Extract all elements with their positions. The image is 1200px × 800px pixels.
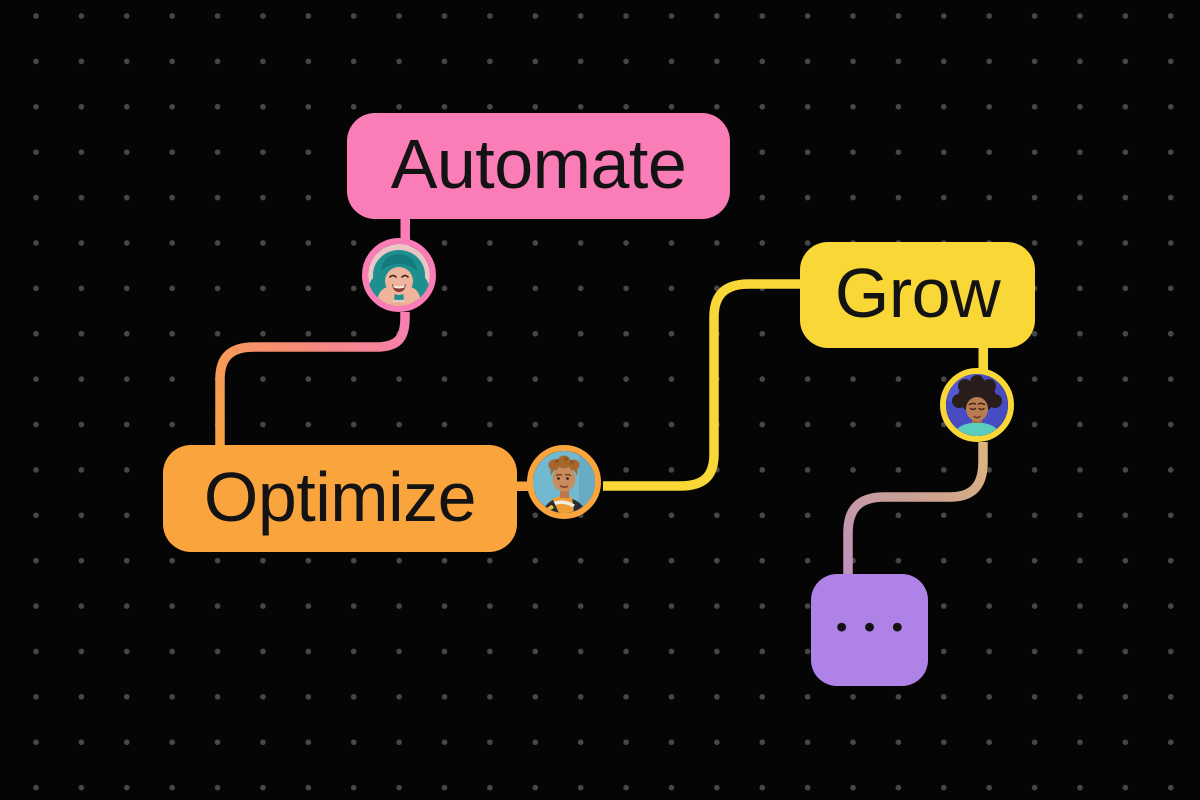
connector-optimize-to-grow	[603, 279, 805, 491]
connector-grow-to-more	[843, 442, 988, 579]
connector-automate-to-optimize	[215, 312, 410, 450]
node-optimize[interactable]: Optimize	[163, 445, 517, 552]
avatar-teal-hair-woman[interactable]	[362, 238, 436, 312]
node-more-ellipsis[interactable]: •••	[811, 574, 928, 686]
ellipsis-icon: •••	[836, 608, 920, 644]
node-grow[interactable]: Grow	[800, 242, 1035, 348]
stem-grow-to-avatar	[978, 345, 988, 378]
avatar-teal-hair-woman-photo	[368, 244, 430, 306]
avatar-afro-man[interactable]	[940, 368, 1014, 442]
portrait-curly-hair-man	[533, 451, 595, 513]
portrait-afro-man	[946, 374, 1008, 436]
avatar-curly-hair-man[interactable]	[527, 445, 601, 519]
avatar-afro-man-photo	[946, 374, 1008, 436]
stem-optimize-to-avatar	[513, 481, 539, 491]
stem-automate-to-avatar	[400, 216, 410, 249]
avatar-curly-hair-man-photo	[533, 451, 595, 513]
node-automate[interactable]: Automate	[347, 113, 730, 219]
node-optimize-label: Optimize	[203, 457, 477, 536]
node-automate-label: Automate	[390, 125, 687, 203]
portrait-teal-hair-woman	[368, 244, 430, 306]
node-grow-label: Grow	[834, 254, 1001, 332]
